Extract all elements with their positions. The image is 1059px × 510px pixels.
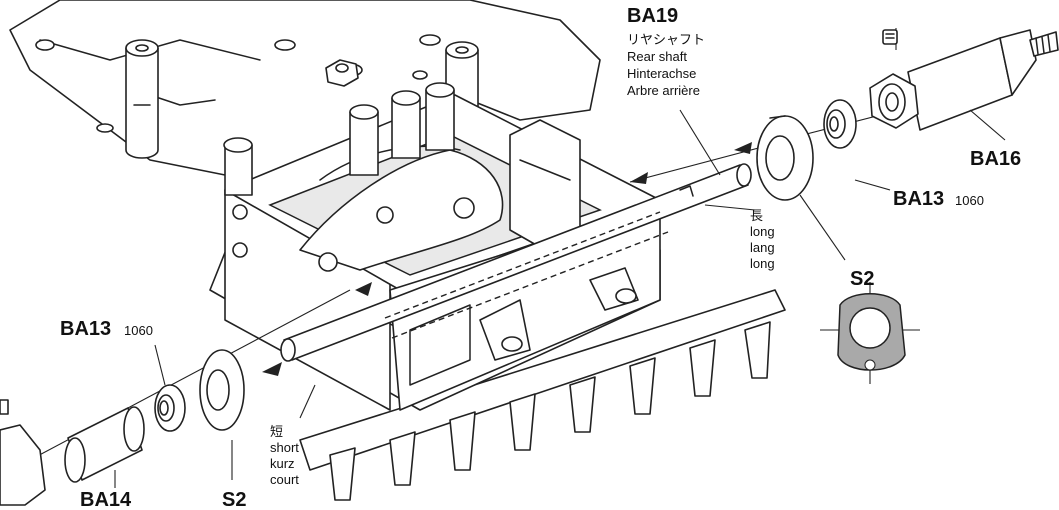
short-ja: 短 xyxy=(270,424,283,439)
ba14-label: BA14 xyxy=(80,489,132,510)
gearbox-housing xyxy=(209,82,661,411)
label-ba13-left: BA13 1060 xyxy=(60,318,153,340)
ba19-code: BA19 xyxy=(627,5,678,27)
ba13-bearing-right xyxy=(823,99,857,149)
ba13-right-sub: 1060 xyxy=(955,193,984,208)
label-short: 短 short kurz court xyxy=(270,424,299,487)
ba19-name-fr: Arbre arrière xyxy=(627,83,700,98)
ba19-name-en: Rear shaft xyxy=(627,49,687,64)
long-ja: 長 xyxy=(750,208,763,223)
ba13-left-sub: 1060 xyxy=(124,323,153,338)
long-en: long xyxy=(750,224,775,239)
rear-diffuser xyxy=(299,289,786,501)
ba14-sleeve xyxy=(64,406,145,483)
ba16-label: BA16 xyxy=(970,148,1021,170)
s2-detail-label: S2 xyxy=(850,268,874,290)
long-fr: long xyxy=(750,256,775,271)
chassis-nut xyxy=(325,59,359,87)
s2-spacer-right xyxy=(756,115,814,201)
ba19-name-de: Hinterachse xyxy=(627,66,696,81)
ba13-right-code: BA13 xyxy=(893,188,944,210)
s2-detail-view xyxy=(820,282,920,384)
s2-left-label: S2 xyxy=(222,489,246,510)
ba16-axle xyxy=(869,29,1059,131)
ba13-left-code: BA13 xyxy=(60,318,111,340)
short-de: kurz xyxy=(270,456,295,471)
label-ba13-right: BA13 1060 xyxy=(893,188,984,210)
chassis-post xyxy=(125,39,159,159)
short-en: short xyxy=(270,440,299,455)
ba19-name-ja: リヤシャフト xyxy=(627,32,705,47)
leader-lines xyxy=(114,109,1006,488)
ba13-bearing-left xyxy=(154,384,186,432)
long-de: lang xyxy=(750,240,775,255)
s2-spacer-left xyxy=(199,349,245,431)
rear-shaft xyxy=(280,163,752,362)
hex-hub-left xyxy=(0,399,46,506)
label-ba19: BA19 リヤシャフト Rear shaft Hinterachse Arbre… xyxy=(627,5,705,98)
short-fr: court xyxy=(270,472,299,487)
label-long: 長 long lang long xyxy=(750,208,775,271)
